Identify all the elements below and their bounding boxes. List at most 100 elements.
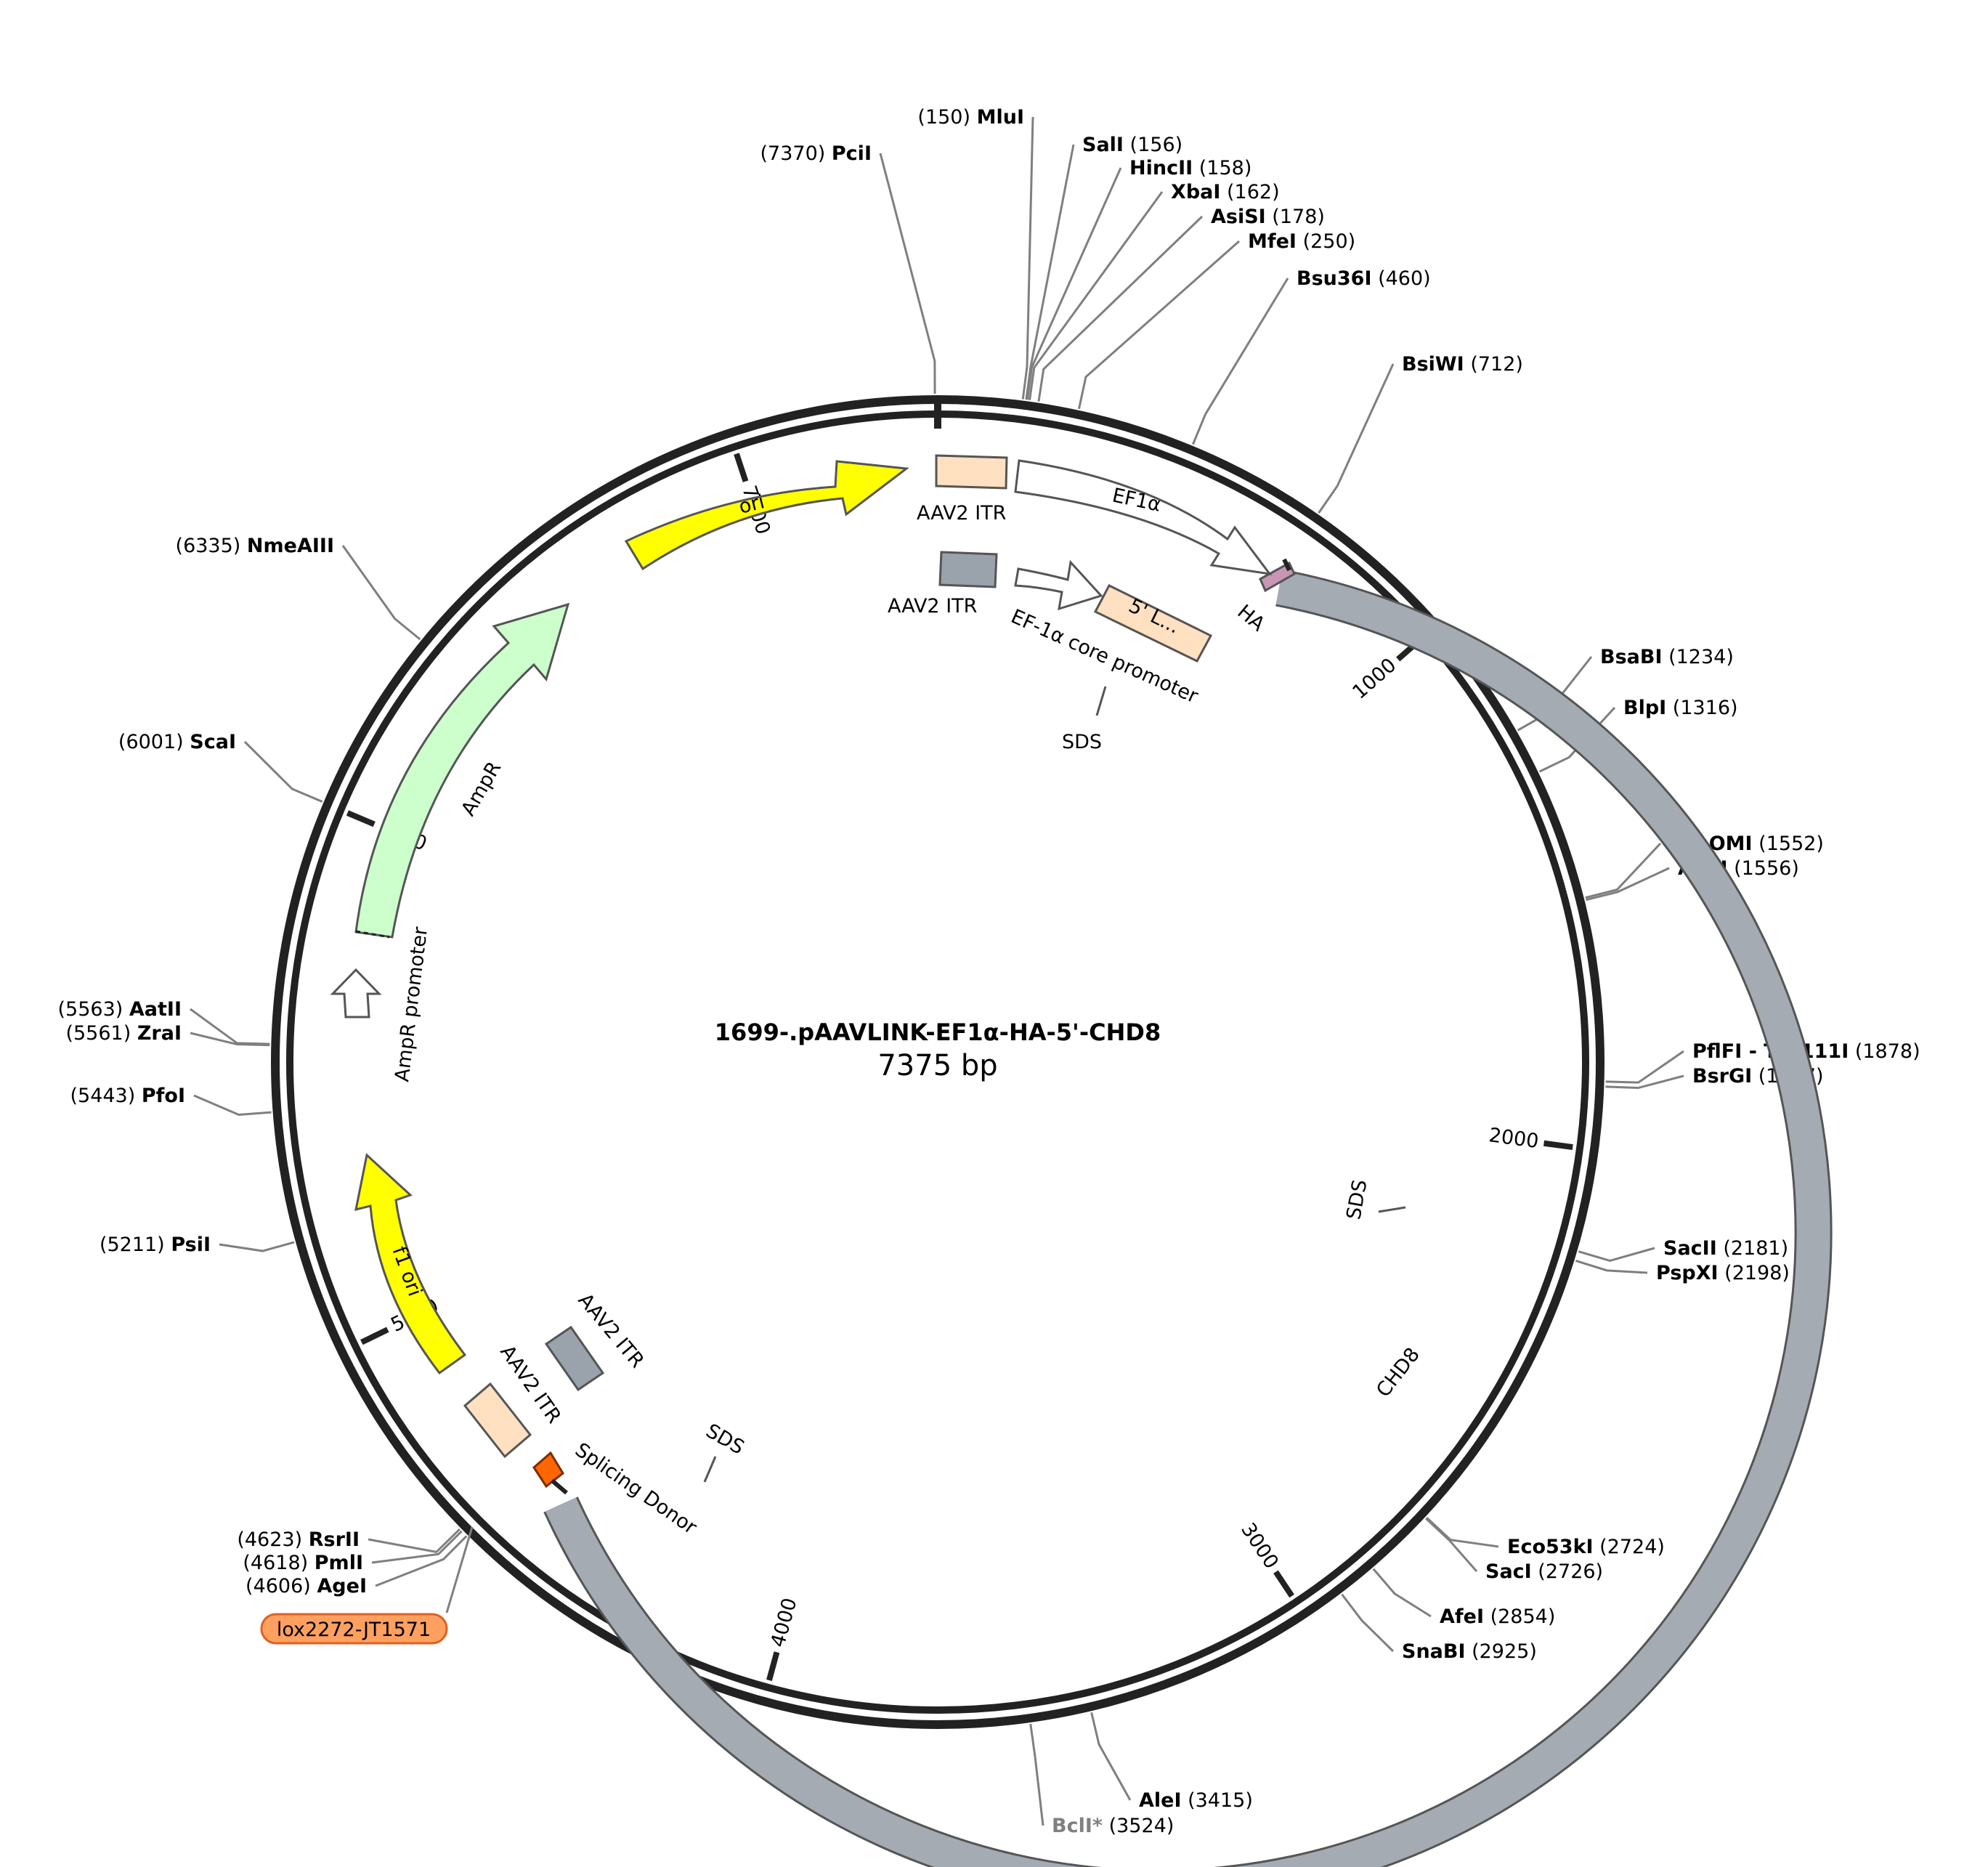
site-leader-hincii	[1026, 167, 1122, 400]
chd8-label: CHD8	[1372, 1343, 1424, 1401]
site-leader-aatii	[190, 1008, 270, 1045]
site-label-afei: AfeI (2854)	[1440, 1605, 1555, 1628]
site-label-pmli: (4618) PmlI	[243, 1552, 363, 1574]
aav2-itr-grey-label: AAV2 ITR	[888, 595, 977, 617]
splicing-donor-cap	[551, 1478, 568, 1495]
ef1a-core-promoter-arrow	[1014, 559, 1103, 611]
sds-mark-top	[1095, 686, 1107, 716]
f1-ori-arrow	[354, 1153, 467, 1375]
site-leader-sali	[1025, 144, 1075, 400]
site-leader-sacii	[1578, 1247, 1655, 1263]
site-leader-pspomi	[1585, 842, 1662, 899]
site-leader-zrai	[190, 1032, 270, 1047]
ef1a-arrow	[1014, 459, 1273, 576]
site-label-saci: SacI (2726)	[1485, 1560, 1603, 1583]
site-label-nmeaiii: (6335) NmeAIII	[176, 535, 334, 557]
plasmid-length: 7375 bp	[877, 1049, 997, 1082]
site-leader-pspxi	[1575, 1260, 1648, 1274]
site-label-snabi: SnaBI (2925)	[1402, 1640, 1537, 1663]
site-label-bcli-: BclI* (3524)	[1052, 1815, 1174, 1837]
site-label-bsabi: BsaBI (1234)	[1600, 646, 1734, 668]
site-leader-apai	[1586, 867, 1670, 902]
ampr-label: AmpR	[457, 758, 506, 819]
site-label-asisi: AsiSI (178)	[1211, 206, 1325, 228]
site-leader-scai	[243, 740, 323, 803]
site-leader-asisi	[1037, 215, 1204, 402]
tick-7000	[734, 453, 749, 482]
ampr-promoter-arrow	[330, 968, 382, 1018]
tick-label-1000: 1000	[1348, 654, 1400, 704]
site-leader-mfei	[1078, 240, 1240, 410]
tick-label-3000: 3000	[1236, 1519, 1283, 1573]
site-leader-bsiwi	[1318, 363, 1395, 514]
site-label-mfei: MfeI (250)	[1248, 230, 1355, 253]
splicing-donor-feature	[532, 1451, 564, 1489]
five-l-feature	[1093, 584, 1213, 663]
tick-6000	[346, 810, 376, 827]
site-leader-bsrgi	[1605, 1074, 1684, 1090]
site-leader-mlui	[1021, 116, 1034, 400]
aav2-itr-lower-grey	[544, 1325, 605, 1392]
site-label-alei: AleI (3415)	[1139, 1789, 1253, 1812]
site-leader-nmeaiii	[341, 545, 421, 641]
site-leader-alei	[1090, 1712, 1132, 1801]
lox2272-label: lox2272-JT1571	[277, 1619, 431, 1641]
site-label-scai: (6001) ScaI	[118, 731, 236, 753]
site-leader-bcli-	[1029, 1723, 1044, 1826]
site-label-psii: (5211) PsiI	[100, 1234, 211, 1256]
aav2-itr-lower-peach	[463, 1382, 532, 1459]
site-leader-saci	[1425, 1518, 1478, 1572]
ampr-arrow	[354, 602, 570, 939]
site-leader-snabi	[1341, 1593, 1395, 1653]
site-label-agei: (4606) AgeI	[246, 1575, 367, 1597]
aav2-itr-top-grey	[938, 551, 998, 588]
sds-label-right: SDS	[1342, 1178, 1371, 1222]
ha-cap	[1282, 558, 1291, 572]
site-label-pcii: (7370) PciI	[760, 142, 872, 165]
site-leader-bsu36i	[1192, 278, 1289, 445]
site-leader-rsrii	[368, 1528, 461, 1554]
sds-label-bottom: SDS	[702, 1420, 748, 1459]
sds-label-top: SDS	[1062, 731, 1102, 753]
tick-label-2000: 2000	[1488, 1124, 1540, 1153]
lox-leader	[445, 1526, 474, 1613]
ha-feature	[1259, 561, 1296, 593]
site-label-zrai: (5561) ZraI	[65, 1022, 182, 1045]
sds-mark-bottom	[703, 1456, 717, 1483]
site-label-bsu36i: Bsu36I (460)	[1297, 267, 1431, 290]
site-leader-agei	[375, 1535, 468, 1587]
site-leader-afei	[1372, 1568, 1432, 1618]
tick-label-4000: 4000	[767, 1595, 802, 1649]
lox2272-badge	[260, 1613, 448, 1645]
site-label-eco53ki: Eco53kI (2724)	[1507, 1536, 1665, 1558]
tick-5000	[360, 1327, 389, 1345]
site-label-xbai: XbaI (162)	[1171, 181, 1280, 203]
site-label-hincii: HincII (158)	[1129, 157, 1251, 179]
site-leader-pcii	[879, 153, 936, 394]
site-leader-pfoi	[193, 1094, 272, 1117]
site-label-blpi: BlpI (1316)	[1623, 697, 1738, 719]
tick-4000	[766, 1651, 780, 1681]
site-leader-pmli	[371, 1530, 463, 1564]
site-label-sacii: SacII (2181)	[1663, 1237, 1788, 1260]
site-label-mlui: (150) MluI	[917, 106, 1024, 129]
aav2-itr-top-peach	[935, 454, 1008, 490]
site-label-aatii: (5563) AatII	[58, 998, 182, 1021]
ha-label: HA	[1233, 601, 1270, 636]
ampr-boundary	[355, 930, 390, 939]
site-leader-psii	[219, 1241, 295, 1252]
site-leader-xbai	[1029, 191, 1164, 400]
plasmid-name: 1699-.pAAVLINK-EF1α-HA-5'-CHD8	[715, 1018, 1161, 1046]
aav2-itr-top-label: AAV2 ITR	[917, 502, 1006, 525]
ori-arrow	[624, 460, 909, 571]
tick-2000	[1543, 1140, 1573, 1151]
site-leader-eco53ki	[1426, 1516, 1499, 1548]
tick-3000	[1273, 1570, 1294, 1598]
site-label-pfoi: (5443) PfoI	[70, 1085, 185, 1107]
site-label-sali: SalI (156)	[1082, 134, 1182, 156]
restriction-sites: (150) MluI (7370) PciI SalI (156)HincII (1…	[58, 106, 1920, 1837]
site-label-pspxi: PspXI (2198)	[1656, 1262, 1790, 1284]
site-label-bsiwi: BsiWI (712)	[1402, 353, 1523, 376]
sds-mark-right	[1378, 1206, 1406, 1213]
